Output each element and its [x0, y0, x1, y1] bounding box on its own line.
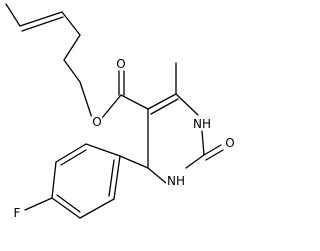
atom-nh-top: NH: [192, 117, 212, 131]
bond-chain-1: [5, 3, 21, 27]
atom-urea-oxygen: O: [224, 136, 236, 150]
bond-c2-o-double-a: [203, 144, 222, 156]
bond-ph-2-inner: [60, 149, 87, 166]
bond-chain-double-a: [19, 11, 63, 27]
bond-ph-5: [79, 198, 115, 219]
bond-chain-2: [61, 11, 81, 36]
bond-ph-4-inner: [56, 194, 81, 213]
atom-fluorine: F: [12, 206, 22, 220]
bond-drawing: [5, 3, 224, 219]
bond-ph-4: [51, 197, 81, 219]
bond-ph-2: [55, 143, 87, 163]
bond-c2-n3: [185, 154, 205, 169]
bond-chain-3: [63, 34, 81, 61]
bond-chain-double-b: [21, 16, 64, 32]
atom-ester-oxygen: O: [91, 115, 103, 129]
bond-chain-4: [63, 59, 81, 83]
bond-ph-fluorine: [24, 197, 53, 211]
bond-c5-c6-double-b: [150, 98, 179, 115]
bond-ester-c5: [120, 94, 149, 110]
bond-ph-3: [51, 161, 57, 199]
bond-ph-6: [113, 155, 121, 200]
bond-c6-n1: [175, 93, 199, 116]
bond-ph-6-inner: [108, 159, 115, 197]
bond-c4-phenyl: [119, 155, 149, 169]
atom-carbonyl-oxygen: O: [115, 57, 127, 71]
molecule-diagram: O O NH O NH F: [5, 3, 236, 220]
bond-c2-o-double-b: [205, 149, 224, 161]
bond-n1-c2: [201, 130, 205, 156]
bond-ester-o-carbon: [101, 94, 122, 119]
bond-ph-1: [85, 143, 121, 157]
atom-nh-bottom: NH: [166, 174, 186, 188]
bond-n3-c4: [147, 167, 167, 184]
bond-ch2-ester-o: [79, 81, 93, 119]
bond-c5-c6-double-a: [147, 93, 177, 110]
